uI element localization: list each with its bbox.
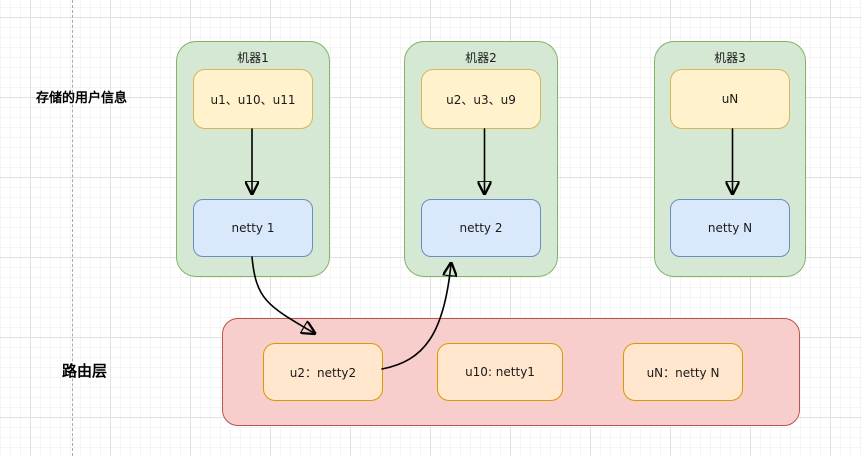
route-entry-uN[interactable]: uN：netty N (623, 343, 743, 401)
machine-1-users-node[interactable]: u1、u10、u11 (193, 69, 313, 129)
route-entry-u10[interactable]: u10: netty1 (437, 343, 563, 401)
label-stored-user-info: 存储的用户信息 (36, 91, 128, 106)
routing-layer-container[interactable]: u2：netty2 u10: netty1 uN：netty N (222, 318, 800, 426)
machine-1-title: 机器1 (237, 51, 269, 65)
machine-3-container[interactable]: 机器3 uN netty N (654, 41, 806, 277)
machine-2-title: 机器2 (465, 51, 497, 65)
label-routing-layer: 路由层 (62, 362, 108, 380)
route-entry-u2[interactable]: u2：netty2 (263, 343, 383, 401)
machine-2-users-node[interactable]: u2、u3、u9 (421, 69, 541, 129)
machine-2-netty-node[interactable]: netty 2 (421, 199, 541, 257)
machine-3-netty-node[interactable]: netty N (670, 199, 790, 257)
page-boundary-dashed-line (72, 0, 73, 456)
machine-2-container[interactable]: 机器2 u2、u3、u9 netty 2 (404, 41, 558, 277)
machine-1-container[interactable]: 机器1 u1、u10、u11 netty 1 (176, 41, 330, 277)
machine-1-netty-node[interactable]: netty 1 (193, 199, 313, 257)
machine-3-users-node[interactable]: uN (670, 69, 790, 129)
machine-3-title: 机器3 (714, 51, 746, 65)
